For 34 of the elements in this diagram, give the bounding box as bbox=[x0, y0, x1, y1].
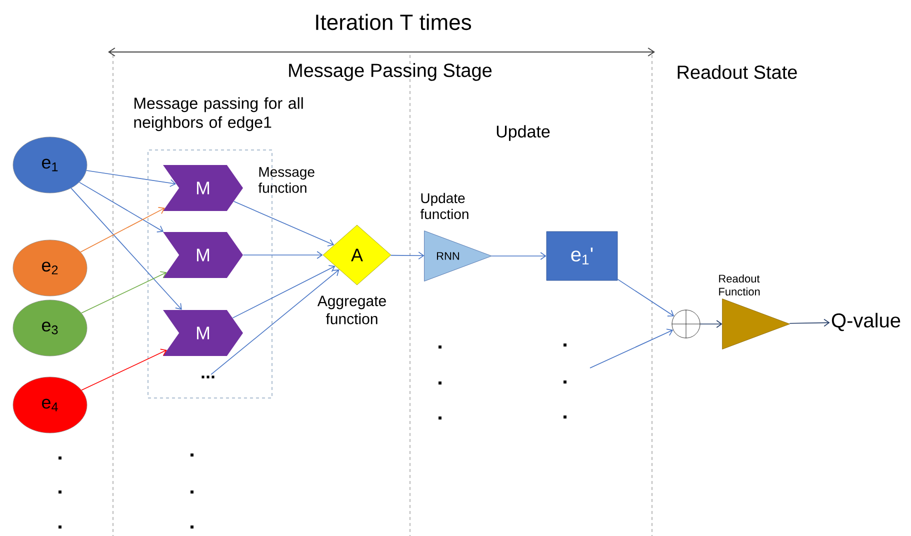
arrow bbox=[81, 348, 167, 391]
arrow bbox=[590, 328, 674, 368]
stage-label: Message Passing Stage bbox=[289, 63, 492, 81]
message-function-block: M bbox=[163, 310, 243, 356]
arrow bbox=[80, 207, 165, 252]
function-caption: Aggregate function bbox=[317, 296, 386, 324]
message-function-block: M bbox=[163, 232, 243, 278]
updated-edge-box: e$_{1}$' bbox=[546, 231, 618, 281]
arrow bbox=[390, 252, 424, 260]
arrow bbox=[210, 270, 340, 375]
arrow bbox=[789, 318, 830, 327]
function-caption: Message function bbox=[258, 167, 314, 193]
arrow bbox=[700, 320, 722, 328]
ellipsis-text: ... bbox=[202, 376, 214, 378]
stage-label: Readout State bbox=[678, 65, 797, 79]
title: Iteration T times bbox=[316, 14, 472, 30]
triangle bbox=[722, 298, 790, 350]
message-function-block: M bbox=[163, 165, 243, 211]
arrow bbox=[617, 278, 674, 316]
arrow bbox=[70, 188, 182, 310]
arrow bbox=[81, 271, 167, 314]
sum-circle bbox=[672, 310, 700, 338]
arrow bbox=[232, 265, 336, 318]
node-label: Message passing for all neighbors of edge1 bbox=[134, 97, 303, 132]
output-text: Q-value bbox=[832, 312, 900, 332]
function-caption: Readout Function bbox=[719, 274, 760, 296]
arrow bbox=[79, 182, 164, 232]
arrow bbox=[233, 201, 334, 246]
function-caption: Update function bbox=[420, 192, 468, 220]
triangle: RNN bbox=[424, 230, 492, 282]
stage-label: Update bbox=[496, 125, 550, 141]
arrow bbox=[86, 170, 176, 187]
arrow bbox=[491, 252, 546, 260]
arrow bbox=[242, 251, 323, 259]
